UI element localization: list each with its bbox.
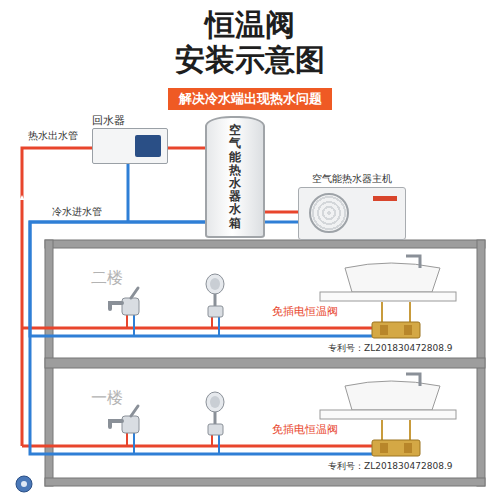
floor-name: 一楼 — [91, 388, 123, 409]
node-label: 回水器 — [92, 113, 125, 128]
pipe-connector — [30, 222, 205, 336]
pipe-connector — [168, 148, 205, 149]
pipe-line — [168, 147, 205, 150]
node-label: 空气能热水器水箱 — [229, 124, 241, 230]
floor-name: 二楼 — [91, 268, 123, 289]
pipe-line — [30, 222, 205, 336]
device-screen — [135, 135, 161, 157]
pump-icon — [16, 476, 32, 492]
pipe-line — [30, 222, 205, 454]
patent-number: 专利号：ZL201830472808.9 — [328, 461, 452, 472]
floor-fixtures — [22, 374, 456, 456]
band-text: 解决冷水端出现热水问题 — [179, 90, 322, 108]
device-body — [92, 128, 168, 164]
heat-pump-unit: 空气能热水器主机 — [298, 172, 406, 240]
pipe-label: 冷水进水管 — [52, 206, 102, 218]
floor-fixtures — [22, 256, 456, 338]
return-device: 回水器 — [92, 113, 168, 164]
node-label: 空气能热水器主机 — [298, 172, 406, 186]
pipe-line — [265, 221, 298, 224]
floor-band: 二楼 — [53, 248, 477, 358]
unit-body — [298, 187, 406, 240]
valve-label: 免插电恒温阀 — [272, 423, 338, 436]
title: 恒温阀 安装示意图 — [150, 8, 350, 77]
valve-label: 免插电恒温阀 — [272, 305, 338, 318]
unit-logo — [373, 196, 397, 201]
pipe-connector — [265, 222, 298, 223]
pipe-label: 热水出水管 — [28, 130, 78, 142]
unit-fan — [309, 193, 349, 233]
subtitle-band: 解决冷水端出现热水问题 — [168, 88, 332, 110]
water-tank: 空气能热水器水箱 — [205, 116, 265, 238]
patent-number: 专利号：ZL201830472808.9 — [328, 343, 452, 354]
pipe-connector — [30, 222, 205, 454]
